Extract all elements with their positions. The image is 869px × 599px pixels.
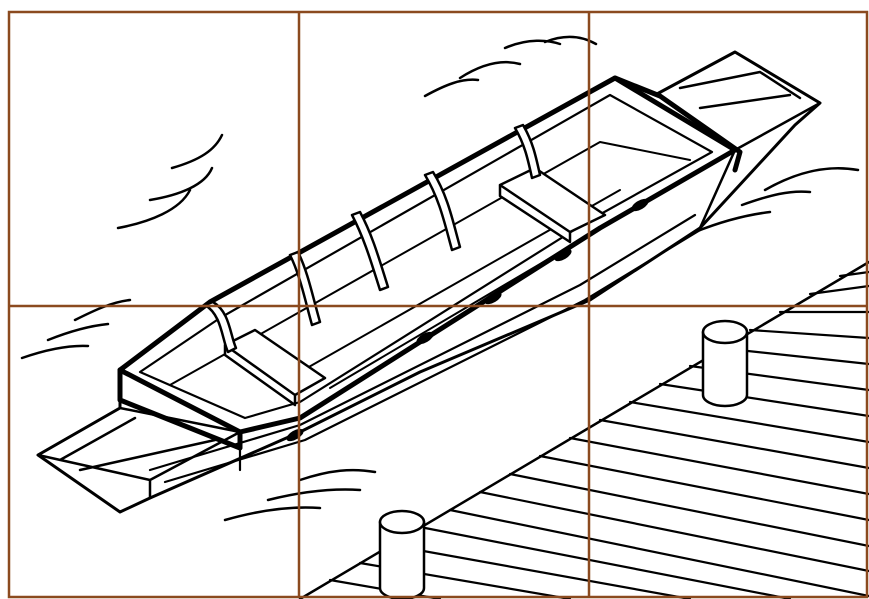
composition-grid [7,10,869,599]
bollard-icon [701,319,749,408]
hull-strakes [148,213,702,484]
water-ripple-icon [266,488,362,502]
boat-ribs [203,123,542,354]
boat-hull [36,50,822,514]
bollard-icon [378,509,426,599]
gunwale-inner [138,93,714,420]
water-ripple-icon [148,166,214,202]
water-ripple-icon [543,35,598,46]
rowboat-drawing [36,50,822,514]
stern-transom [117,367,243,451]
water-ripple-icon [170,133,224,170]
water-ripple-icon [73,298,132,322]
water-ripples [20,35,860,522]
water-ripple-icon [740,190,812,207]
water-ripple-icon [20,344,90,360]
water-ripple-icon [298,468,377,482]
gunwale [117,75,738,435]
water-ripple-icon [116,188,192,230]
grid-border [7,10,869,599]
water-ripple-icon [46,322,110,342]
water-ripple-icon [223,506,322,522]
bow-platform [653,50,822,230]
water-ripple-icon [458,61,522,80]
water-ripple-icon [763,166,860,192]
water-ripple-icon [423,78,480,98]
water-ripple-icon [693,210,772,234]
water-ripple-icon [503,39,562,50]
front-seat [498,166,607,244]
bow-transom [612,75,743,173]
dock-drawing [298,260,869,599]
